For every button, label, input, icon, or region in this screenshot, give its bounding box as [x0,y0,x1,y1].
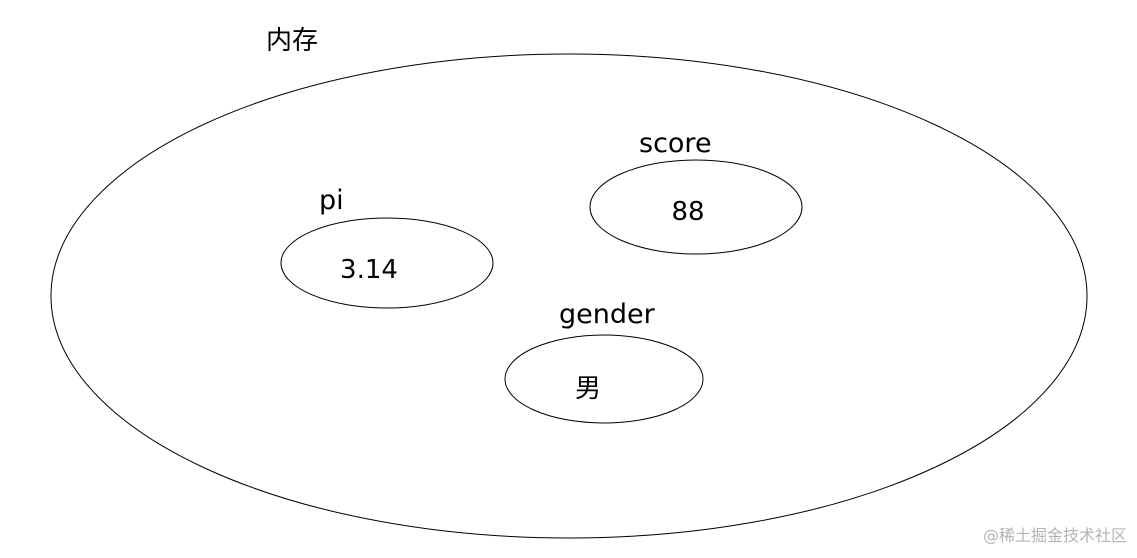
variable-name-pi: pi [319,185,344,216]
variable-value-gender: 男 [575,374,601,404]
variable-name-score: score [639,128,712,159]
variable-ellipse-pi [280,217,494,309]
variable-pi: pi 3.14 [280,185,494,309]
variable-name-gender: gender [559,299,656,330]
variable-gender: gender 男 [504,299,704,424]
memory-label: 内存 [266,26,318,56]
memory-ellipse [50,53,1088,539]
variable-value-pi: 3.14 [340,255,398,285]
variable-ellipse-gender [504,334,704,424]
variable-value-score: 88 [671,197,704,227]
variable-ellipse-score [589,159,803,255]
watermark: @稀土掘金技术社区 [982,526,1127,545]
variable-score: score 88 [589,128,803,255]
